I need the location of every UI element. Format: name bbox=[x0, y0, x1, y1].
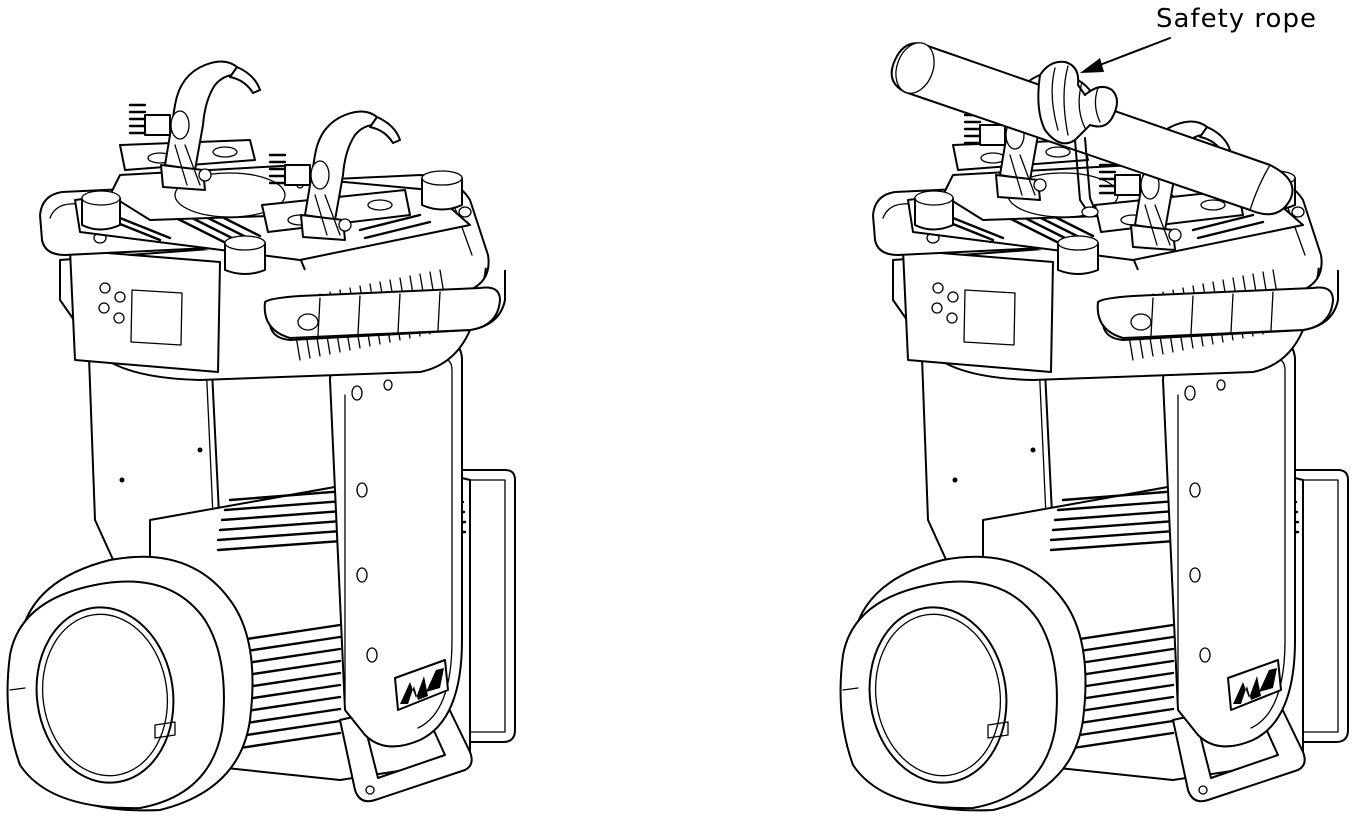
safety-rope bbox=[1037, 60, 1118, 218]
fixture-right bbox=[839, 42, 1350, 812]
fixture-left bbox=[6, 60, 517, 812]
truss-pipe bbox=[890, 42, 1294, 216]
safety-rope-callout: Safety rope bbox=[1080, 4, 1317, 73]
callout-label: Safety rope bbox=[1156, 4, 1317, 34]
